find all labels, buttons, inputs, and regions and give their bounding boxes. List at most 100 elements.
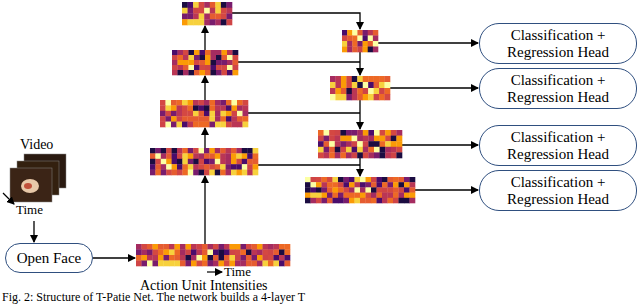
heatmap-cell (208, 244, 214, 250)
heatmap-cell (368, 136, 374, 142)
heatmap-cell (388, 177, 394, 183)
heatmap-cell (352, 94, 358, 100)
heatmap-cell (172, 148, 178, 154)
heatmap-cell (274, 255, 280, 261)
heatmap-cell (380, 152, 386, 158)
heatmap-cell (393, 193, 399, 199)
heatmap-cell (186, 255, 192, 261)
heatmap-cell (327, 193, 333, 199)
heatmap-cell (166, 100, 172, 106)
heatmap-cell (252, 255, 258, 261)
heatmap-cell (188, 19, 194, 25)
heatmap-cell (222, 50, 228, 55)
heatmap-cell (366, 193, 372, 199)
heatmap-cell (404, 182, 410, 188)
heatmap-cell (399, 193, 405, 199)
heatmap-cell (340, 141, 346, 147)
heatmap-cell (188, 153, 194, 159)
heatmap-cell (210, 14, 216, 20)
heatmap-cell (136, 255, 142, 261)
heatmap-cell (243, 100, 249, 106)
heatmap-cell (177, 111, 183, 117)
heatmap-cell (172, 60, 178, 65)
heatmap-cell (373, 30, 378, 36)
flow-arrow (204, 26, 205, 50)
heatmap-cell (382, 198, 388, 204)
heatmap-cell (349, 177, 355, 183)
heatmap-cell (338, 182, 344, 188)
heatmap-cell (186, 244, 192, 250)
heatmap-cell (227, 70, 233, 75)
heatmap-cell (335, 94, 341, 100)
heatmap-cell (352, 141, 358, 147)
heatmap-cell (177, 100, 183, 106)
heatmap-cell (193, 100, 199, 106)
flow-arrow (359, 52, 360, 75)
heatmap-cell (410, 177, 416, 183)
heatmap-cell (202, 250, 208, 256)
heatmap-cell (182, 164, 188, 170)
heatmap-cell (233, 60, 239, 65)
heatmap-cell (305, 187, 311, 193)
heatmap-cell (346, 76, 352, 82)
heatmap-cell (399, 187, 405, 193)
flow-arrow (33, 221, 34, 242)
heatmap-cell (199, 14, 205, 20)
heatmap-cell (164, 244, 170, 250)
heatmap-cell (335, 82, 341, 88)
heatmap-cell (193, 164, 199, 170)
heatmap-cell (188, 105, 194, 111)
heatmap-cell (193, 2, 199, 8)
heatmap-cell (357, 130, 363, 136)
heatmap-cell (188, 170, 194, 176)
heatmap-cell (311, 187, 317, 193)
heatmap-cell (385, 147, 391, 153)
heatmap-cell (221, 19, 227, 25)
heatmap-cell (360, 198, 366, 204)
heatmap-cell (194, 70, 200, 75)
figure-caption: Fig. 2: Structure of T-Patie Net. The ne… (2, 291, 305, 304)
heatmap-cell (363, 88, 369, 94)
heatmap-cell (371, 187, 377, 193)
heatmap-cell (208, 250, 214, 256)
time-label: Time (224, 265, 251, 279)
heatmap-cell (204, 116, 210, 122)
heatmap-cell (371, 177, 377, 183)
heatmap-cell (204, 100, 210, 106)
heatmap-cell (380, 136, 386, 142)
heatmap-cell (253, 148, 259, 154)
heatmap-cell (216, 65, 222, 70)
heatmap-cell (208, 261, 214, 267)
heatmap-cell (230, 250, 236, 256)
node-text: Classification + Regression Head (488, 129, 628, 162)
heatmap-cell (150, 164, 156, 170)
heatmap-cell (158, 261, 164, 267)
heatmap-cell (171, 100, 177, 106)
heatmap-cell (377, 182, 383, 188)
heatmap-cell (374, 130, 380, 136)
heatmap-cell (158, 244, 164, 250)
heatmap-cell (200, 65, 206, 70)
heatmap-cell (368, 76, 374, 82)
heatmap-cell (172, 153, 178, 159)
heatmap-cell (279, 244, 285, 250)
heatmap-cell (355, 177, 361, 183)
heatmap-cell (231, 159, 237, 165)
heatmap-cell (182, 111, 188, 117)
heatmap-cell (166, 164, 172, 170)
heatmap-cell (322, 187, 328, 193)
heatmap-cell (341, 94, 347, 100)
heatmap-cell (263, 255, 269, 261)
flow-arrow (415, 189, 478, 190)
heatmap-cell (388, 182, 394, 188)
heatmap-cell (236, 170, 242, 176)
flow-arrow (390, 87, 478, 88)
heatmap-cell (158, 255, 164, 261)
heatmap-cell (211, 50, 217, 55)
heatmap-cell (393, 198, 399, 204)
heatmap-cell (153, 244, 159, 250)
heatmap-cell (311, 182, 317, 188)
heatmap-cell (189, 65, 195, 70)
heatmap-cell (233, 55, 239, 60)
heatmap-cell (169, 261, 175, 267)
